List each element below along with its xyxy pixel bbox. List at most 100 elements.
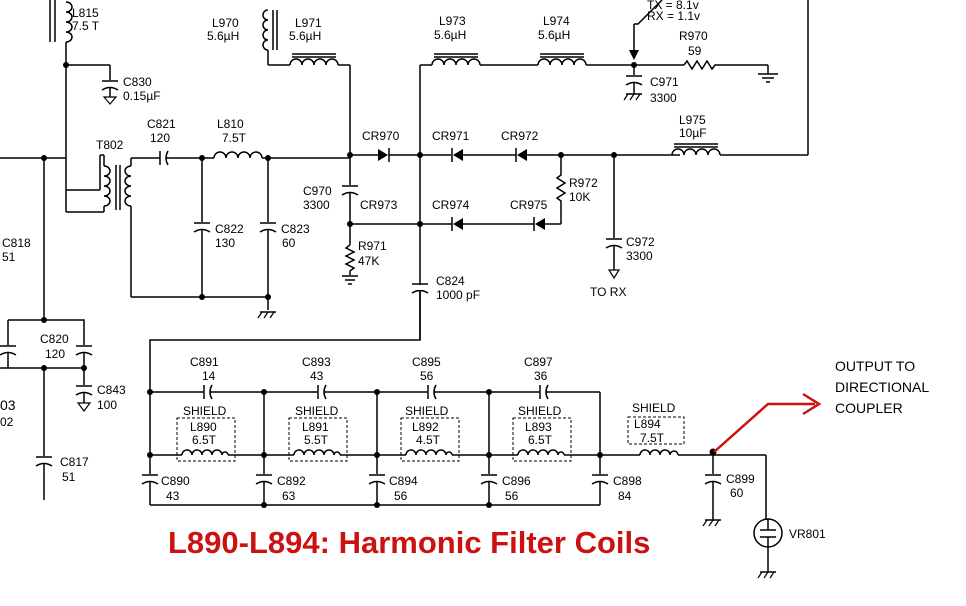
r970-value: 59 <box>688 44 702 58</box>
gap <box>410 285 430 290</box>
l893-coil <box>512 417 572 462</box>
c843-capacitor <box>75 368 93 412</box>
c893-label: C893 <box>302 355 331 369</box>
c824-label: C824 <box>436 274 465 288</box>
l893-shield-label: SHIELD <box>518 404 562 418</box>
output-annotation-line-3: COUPLER <box>835 400 903 416</box>
c820-value: 120 <box>45 347 65 361</box>
l893-value: 6.5T <box>528 433 553 447</box>
l975-label: L975 <box>679 113 706 127</box>
junction-dot <box>486 502 492 508</box>
rx-voltage: RX = 1.1v <box>647 9 700 23</box>
l971-label: L971 <box>295 16 322 30</box>
c891-label: C891 <box>190 355 219 369</box>
junction-dot <box>374 502 380 508</box>
c972-label: C972 <box>626 235 655 249</box>
l971-coil <box>289 53 351 155</box>
cr971-diode <box>420 148 516 162</box>
junction-dot <box>261 502 267 508</box>
ground-icon <box>702 519 721 527</box>
l975-value: 10µF <box>679 126 707 140</box>
junction-dot <box>597 452 603 458</box>
cr972-diode <box>515 148 680 162</box>
c970-capacitor <box>341 155 359 245</box>
r972-value: 10K <box>569 190 590 204</box>
l892-value: 4.5T <box>416 433 441 447</box>
c818-label: C818 <box>2 236 31 250</box>
wire <box>8 319 85 345</box>
c971-capacitor <box>623 65 643 101</box>
cr970-label: CR970 <box>362 129 400 143</box>
r971-value: 47K <box>358 254 379 268</box>
c892-label: C892 <box>277 474 306 488</box>
c970-label: C970 <box>303 184 332 198</box>
l890-value: 6.5T <box>192 433 217 447</box>
c820-label: C820 <box>40 332 69 346</box>
l973-coil <box>431 53 481 66</box>
l891-value: 5.5T <box>304 433 329 447</box>
l970-value: 5.6µH <box>207 29 239 43</box>
l891-label: L891 <box>302 420 329 434</box>
l974-label: L974 <box>543 14 570 28</box>
c898-value: 84 <box>618 489 632 503</box>
to-rx-label: TO RX <box>590 285 626 299</box>
l891-shield-label: SHIELD <box>295 404 339 418</box>
l970-label: L970 <box>212 16 239 30</box>
c897-value: 36 <box>534 369 548 383</box>
c822-value: 130 <box>215 236 235 250</box>
page-title: L890-L894: Harmonic Filter Coils <box>168 525 650 560</box>
r972-resistor <box>555 155 567 224</box>
c894-label: C894 <box>389 474 418 488</box>
cr972-label: CR972 <box>501 129 539 143</box>
c830-label: C830 <box>123 75 152 89</box>
cr971-label: CR971 <box>432 129 470 143</box>
junction-dot <box>147 452 153 458</box>
c823-label: C823 <box>281 222 310 236</box>
c895-value: 56 <box>420 369 434 383</box>
cr975-diode <box>533 217 561 231</box>
arrow-icon <box>629 50 639 60</box>
part-label-02: 02 <box>0 415 14 429</box>
output-arrow-icon <box>713 392 822 453</box>
r970-resistor <box>683 59 768 71</box>
c843-value: 100 <box>97 398 117 412</box>
l815-value: 7.5 T <box>72 19 100 33</box>
l892-shield-label: SHIELD <box>405 404 449 418</box>
r971-label: R971 <box>358 239 387 253</box>
c830-value: 0.15µF <box>123 89 161 103</box>
ground-icon <box>257 311 276 319</box>
c821-capacitor <box>150 150 202 166</box>
l810-value: 7.5T <box>222 131 247 145</box>
l890-coil <box>176 417 236 462</box>
l815-label: L815 <box>72 6 99 20</box>
junction-dot <box>199 294 205 300</box>
filter-shunt-caps <box>141 455 722 520</box>
c899-label: C899 <box>726 472 755 486</box>
cr973-label: CR973 <box>360 198 398 212</box>
t802-transformer <box>66 154 150 297</box>
c823-capacitor <box>259 158 277 310</box>
c895-label: C895 <box>412 355 441 369</box>
l892-coil <box>400 417 460 462</box>
l894-shield-label: SHIELD <box>632 401 676 415</box>
r972-label: R972 <box>569 176 598 190</box>
wire <box>149 291 421 392</box>
l894-label: L894 <box>634 417 661 431</box>
c896-value: 56 <box>505 489 519 503</box>
l894-coil <box>627 416 685 456</box>
junction-dot <box>265 294 271 300</box>
wire <box>634 0 663 25</box>
part-label-03: 03 <box>0 397 16 413</box>
c821-label: C821 <box>147 117 176 131</box>
cr975-label: CR975 <box>510 198 548 212</box>
vr801-label: VR801 <box>789 527 826 541</box>
c890-value: 43 <box>166 489 180 503</box>
l894-value: 7.5T <box>640 431 665 445</box>
c971-value: 3300 <box>650 91 677 105</box>
c892-value: 63 <box>282 489 296 503</box>
r971-resistor <box>342 244 358 285</box>
c822-label: C822 <box>215 222 244 236</box>
c817-label: C817 <box>60 455 89 469</box>
c821-value: 120 <box>150 131 170 145</box>
r970-label: R970 <box>679 29 708 43</box>
